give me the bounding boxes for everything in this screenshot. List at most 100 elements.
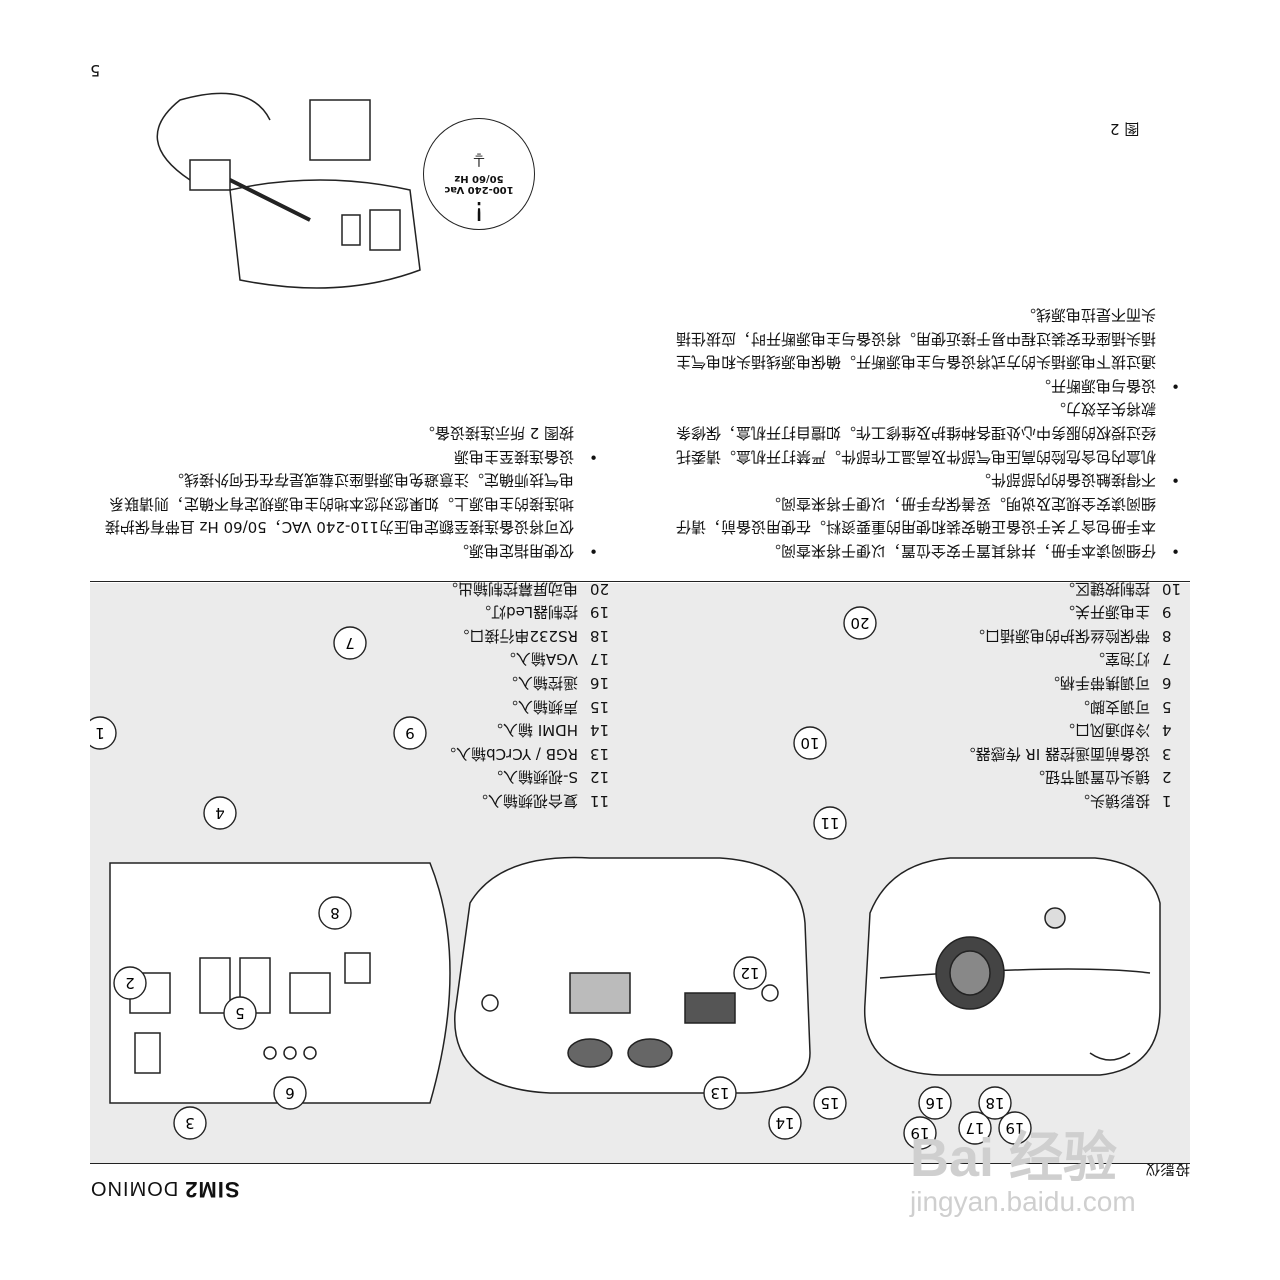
list-item: 15声频输入。: [502, 697, 610, 716]
list-item: 20电动屏幕控制输出。: [442, 579, 610, 598]
callout-10: 10: [793, 726, 827, 760]
callout-19: 19: [903, 1116, 937, 1150]
svg-text:3: 3: [185, 1114, 195, 1132]
ground-icon: ⏚: [471, 150, 488, 169]
callout-1: 1: [83, 716, 117, 750]
brand-logo: SIM2DOMINO: [90, 1176, 240, 1202]
list-item: 8带保险丝保护的电源插口。: [969, 626, 1172, 645]
power-switch: [341, 214, 361, 246]
callout-20: 20: [843, 606, 877, 640]
callout-15: 15: [813, 1086, 847, 1120]
safety-text-right: 仅使用指定电源。 仅可将设备连接至额定电压为110-240 VAC，50/60 …: [100, 420, 600, 562]
wall-outlet: [309, 99, 371, 161]
callout-4: 4: [203, 796, 237, 830]
paragraph-high-voltage: 机盒内包含危险的高压电气部件及高温工作部件。严禁打开机盒。请委托经过授权的服务中…: [675, 400, 1156, 466]
paragraph-power-supply: 仅可将设备连接至额定电压为110-240 VAC，50/60 Hz 且带有保护接…: [104, 471, 574, 537]
list-item: 7灯泡室。: [1089, 650, 1172, 669]
svg-text:6: 6: [285, 1084, 295, 1102]
callout-17: 17: [958, 1111, 992, 1145]
svg-text:15: 15: [820, 1094, 839, 1112]
svg-text:18: 18: [985, 1094, 1004, 1112]
svg-text:4: 4: [215, 804, 225, 822]
safety-text-left: 仔细阅读本手册，并将其置于安全位置，以便于将来查阅。 本手册包含了关于设备正确安…: [662, 302, 1182, 562]
warning-icon: !: [473, 195, 485, 225]
svg-text:11: 11: [820, 814, 839, 832]
svg-text:7: 7: [345, 634, 355, 652]
figure-2-caption: 图 2: [1110, 120, 1140, 138]
callout-19: 19: [998, 1111, 1032, 1145]
rating-label-circle: ! 100-240 Vac 50/60 Hz ⏚: [423, 118, 535, 230]
projector-bottom-view: [454, 856, 811, 1094]
bullet-connect-mains: 设备连接至主电源: [100, 444, 600, 468]
callout-16: 16: [918, 1086, 952, 1120]
parts-list-left: 1投影镜头。 2镜头位置调节钮。 3设备前面遥控器 IR 传感器。 4冷却通风口…: [961, 576, 1190, 812]
list-item: 19控制器Led灯。: [476, 603, 610, 622]
list-item: 5可调支脚。: [1074, 697, 1172, 716]
page-number: 5: [90, 61, 101, 80]
svg-text:13: 13: [710, 1084, 729, 1102]
list-item: 16遥控输入。: [502, 674, 610, 693]
list-item: 3设备前面遥控器 IR 传感器。: [960, 744, 1172, 763]
list-item: 13RGB / YCrCb输入。: [441, 744, 610, 763]
list-item: 1投影镜头。: [1074, 792, 1172, 810]
svg-text:19: 19: [910, 1124, 929, 1142]
svg-text:14: 14: [775, 1114, 794, 1132]
svg-text:8: 8: [330, 904, 340, 922]
projector-front-view: [864, 857, 1161, 1076]
callout-3: 3: [173, 1106, 207, 1140]
list-item: 6可调携带手柄。: [1044, 674, 1172, 693]
voltage-label: 100-240 Vac: [444, 184, 514, 195]
list-item: 12S-视频输入。: [488, 768, 610, 787]
list-item: 14HDMI 输入。: [488, 721, 610, 740]
list-item: 4冷却通风口。: [1059, 721, 1172, 740]
product-name: DOMINO: [90, 1177, 179, 1199]
watermark-logo: Bai 经验: [910, 1128, 1118, 1188]
brand-name: SIM2: [184, 1177, 240, 1202]
list-item: 17VGA输入。: [500, 650, 610, 669]
figure-2-drawing: [156, 92, 421, 289]
list-item: 2镜头位置调节钮。: [1029, 768, 1172, 787]
svg-text:12: 12: [740, 964, 759, 982]
list-item: 9主电源开关。: [1059, 603, 1172, 622]
list-item: 11复合视频输入。: [472, 792, 610, 810]
plug: [189, 159, 231, 191]
paragraph-manual-info: 本手册包含了关于设备正确安装和使用的重要资料。在使用设备前，请仔细阅读安全规定及…: [675, 494, 1156, 537]
bullet-disconnect: 设备与电源断开。: [662, 373, 1182, 397]
svg-text:10: 10: [800, 734, 819, 752]
svg-text:2: 2: [125, 974, 135, 992]
list-item: 18RS232串行接口。: [454, 626, 610, 645]
callout-18: 18: [978, 1086, 1012, 1120]
paragraph-disconnect: 通过拔下电源插头的方式将设备与主电源断开。确保电源线插头和电气主插头插座在安装过…: [675, 306, 1156, 372]
svg-text:5: 5: [235, 1004, 245, 1022]
watermark-url: jingyan.baidu.com: [910, 1186, 1136, 1217]
svg-text:20: 20: [850, 614, 869, 632]
svg-text:16: 16: [925, 1094, 944, 1112]
callout-7: 7: [333, 626, 367, 660]
bullet-read-manual: 仔细阅读本手册，并将其置于安全位置，以便于将来查阅。: [662, 538, 1182, 562]
svg-text:17: 17: [965, 1119, 984, 1137]
callout-14: 14: [768, 1106, 802, 1140]
callout-9: 9: [393, 716, 427, 750]
power-cord: [156, 92, 271, 181]
svg-text:19: 19: [1005, 1119, 1024, 1137]
list-item: 10控制按键区。: [1059, 579, 1182, 598]
callout-5: 5: [223, 996, 257, 1030]
callout-11: 11: [813, 806, 847, 840]
callout-2: 2: [113, 966, 147, 1000]
watermark: Bai 经验 jingyan.baidu.com: [910, 1130, 1136, 1218]
svg-text:9: 9: [405, 724, 415, 742]
callout-8: 8: [318, 896, 352, 930]
paragraph-connect-fig2: 按图 2 所示连接设备。: [419, 424, 574, 443]
bullet-power-supply: 仅使用指定电源。: [100, 538, 600, 562]
callout-13: 13: [703, 1076, 737, 1110]
bullet-no-internal: 不得接触设备的内部部件。: [662, 468, 1182, 492]
power-socket: [369, 209, 401, 251]
callout-6: 6: [273, 1076, 307, 1110]
frequency-label: 50/60 Hz: [454, 173, 504, 184]
projector-rear-panel: [109, 862, 451, 1104]
svg-text:1: 1: [95, 724, 105, 742]
callout-12: 12: [733, 956, 767, 990]
parts-list-right: 11复合视频输入。 12S-视频输入。 13RGB / YCrCb输入。 14H…: [441, 576, 618, 812]
